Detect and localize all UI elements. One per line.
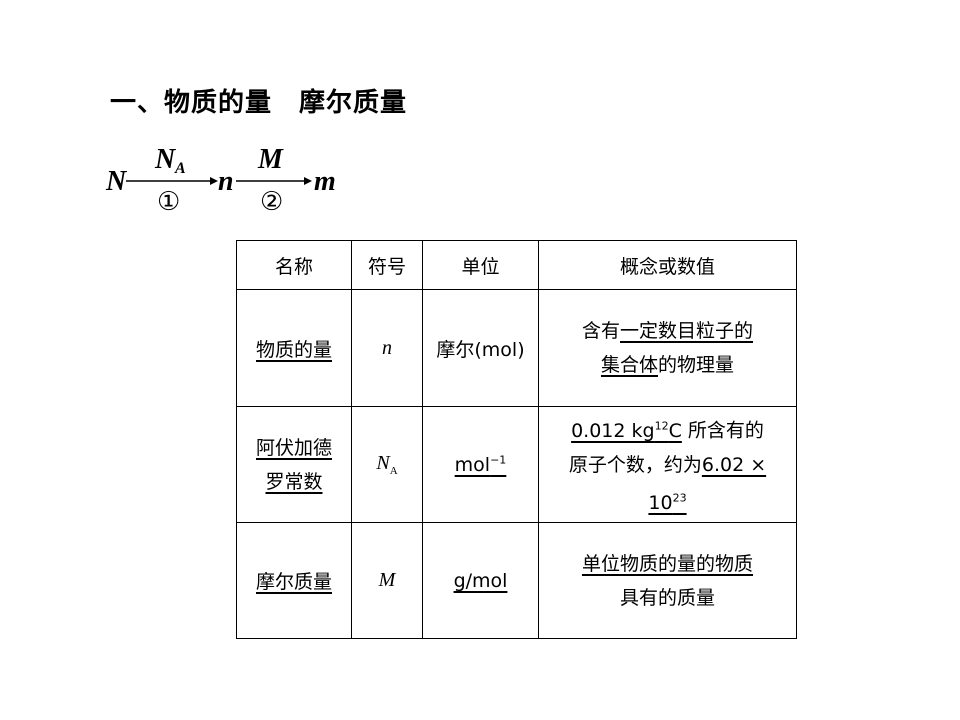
arrow-1-head: [210, 177, 218, 185]
formula-molar-mass-symbol: M: [257, 144, 284, 175]
header-concept: 概念或数值: [538, 240, 797, 290]
desc-text: 所含有的: [687, 419, 764, 442]
formula-mass: m: [314, 166, 336, 197]
desc-text: 原子个数，约为: [568, 453, 702, 476]
row-unit: 摩尔(mol): [436, 338, 525, 361]
desc-blank-sup: 12: [654, 419, 669, 433]
desc-blank-sup: 23: [672, 491, 687, 505]
formula-particle-count: N: [105, 166, 128, 197]
header-symbol: 符号: [351, 240, 423, 290]
desc-blank-end: C: [668, 419, 682, 442]
formula-avogadro-symbol: N: [154, 144, 177, 175]
desc-blank: 一定数目粒子的: [620, 320, 754, 342]
desc-text: 的物理量: [658, 354, 735, 376]
conversion-formula: N N A ① n M ② m: [100, 140, 360, 220]
row-symbol: n: [382, 336, 392, 359]
formula-step-1: ①: [157, 187, 180, 217]
desc-text: 具有的质量: [619, 586, 715, 609]
row-name-cell: 物质的量: [236, 289, 352, 407]
desc-blank: 1023: [648, 492, 686, 514]
row-desc-cell: 单位物质的量的物质 具有的质量: [538, 522, 797, 639]
table-row: 摩尔质量 M g/mol 单位物质的量的物质 具有的质量: [236, 522, 797, 639]
formula-avogadro-sub: A: [174, 160, 186, 177]
row-symbol-cell: n: [351, 289, 423, 407]
row-unit: mol−1: [454, 453, 507, 476]
section-heading: 一、物质的量 摩尔质量: [110, 88, 408, 118]
row-unit: g/mol: [453, 569, 508, 592]
desc-blank: 6.02 ×: [701, 453, 767, 476]
row-unit-cell: 摩尔(mol): [422, 289, 539, 407]
header-name: 名称: [236, 240, 352, 290]
row-name-line1: 阿伏加德: [255, 436, 332, 459]
row-symbol: NA: [376, 452, 398, 477]
row-desc-cell: 0.012 kg12C 所含有的 原子个数，约为6.02 × 1023: [538, 406, 797, 523]
row-symbol-sub: A: [389, 465, 398, 477]
row-name-cell: 阿伏加德 罗常数: [236, 406, 352, 523]
row-symbol-cell: NA: [351, 406, 423, 523]
row-name-line2: 罗常数: [265, 470, 323, 493]
row-unit-cell: g/mol: [422, 522, 539, 639]
desc-blank-main: 0.012 kg: [571, 419, 655, 442]
desc-blank: 集合体: [600, 354, 658, 376]
header-unit: 单位: [422, 240, 539, 290]
row-symbol-cell: M: [351, 522, 423, 639]
row-unit-cell: mol−1: [422, 406, 539, 523]
formula-step-2: ②: [260, 187, 283, 217]
table-header-row: 名称 符号 单位 概念或数值: [236, 240, 797, 290]
arrow-2-head: [304, 177, 312, 185]
table-row: 物质的量 n 摩尔(mol) 含有一定数目粒子的 集合体的物理量: [236, 289, 797, 407]
table-row: 阿伏加德 罗常数 NA mol−1 0.012 kg12C 所含有的 原子个数，…: [236, 406, 797, 523]
concept-table: 名称 符号 单位 概念或数值 物质的量 n 摩尔(mol) 含有一定数目粒子的 …: [236, 240, 797, 639]
desc-blank: 单位物质的量的物质: [581, 552, 753, 575]
row-symbol-main: N: [376, 452, 390, 474]
desc-blank-main: 10: [648, 491, 673, 514]
row-symbol: M: [378, 569, 396, 591]
row-unit-sup: −1: [490, 453, 507, 467]
row-unit-main: mol: [454, 453, 491, 476]
desc-blank: 0.012 kg12C: [571, 419, 682, 442]
row-name: 摩尔质量: [255, 571, 332, 593]
row-name: 物质的量: [255, 338, 332, 361]
row-desc-cell: 含有一定数目粒子的 集合体的物理量: [538, 289, 797, 407]
conversion-formula-graphic: N N A ① n M ② m: [105, 144, 336, 217]
formula-amount: n: [218, 166, 234, 197]
row-name-cell: 摩尔质量: [236, 522, 352, 639]
desc-text: 含有: [581, 320, 620, 342]
